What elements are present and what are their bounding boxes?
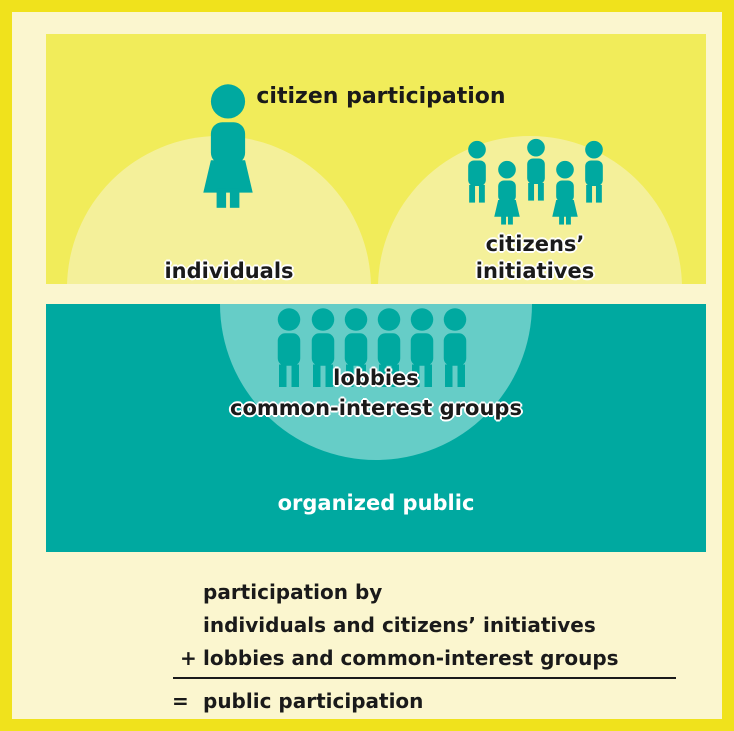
citizen-participation-title: citizen participation <box>256 84 506 109</box>
organized-public-label: organized public <box>277 491 475 515</box>
equation-line2: individuals and citizens’ initiatives <box>203 613 596 637</box>
equation-line1: participation by <box>203 580 383 604</box>
citizens-initiatives-circle <box>378 136 682 284</box>
individuals-label: individuals <box>164 259 294 283</box>
equals-sign: = <box>172 689 189 713</box>
plus-sign: + <box>180 646 197 670</box>
equation-line3: lobbies and common-interest groups <box>203 646 619 670</box>
lobbies-label: lobbies <box>333 366 419 390</box>
citizens-initiatives-label-line2: initiatives <box>475 259 595 283</box>
citizens-initiatives-label-line1: citizens’ <box>485 232 585 256</box>
individuals-circle <box>67 136 371 284</box>
equation-result: public participation <box>203 689 424 713</box>
common-interest-groups-label: common-interest groups <box>230 396 522 420</box>
